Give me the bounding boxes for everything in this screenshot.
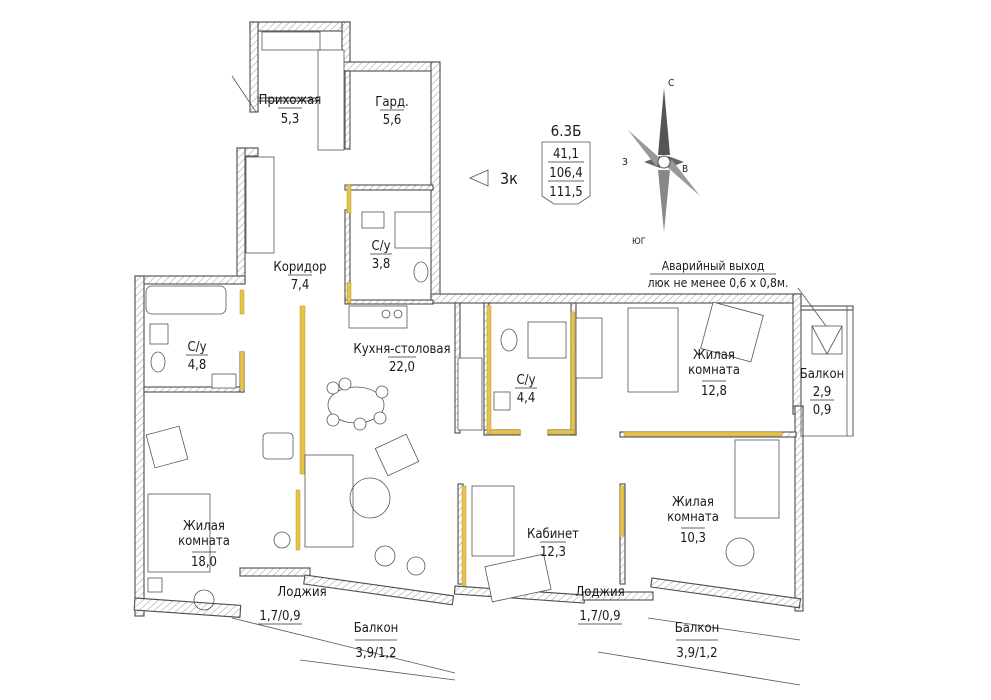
area-living: 41,1 xyxy=(553,147,579,162)
emergency-exit-title: Аварийный выход xyxy=(662,259,765,273)
room-area: 3,8 xyxy=(372,257,391,272)
room-area: 3,9/1,2 xyxy=(355,646,396,661)
room-area: 18,0 xyxy=(191,555,217,570)
room-name: Кухня-столовая xyxy=(353,342,450,357)
room-area: 3,9/1,2 xyxy=(676,646,717,661)
room-hallway: Прихожая 5,3 xyxy=(259,93,322,127)
room-area: 1,7/0,9 xyxy=(579,609,620,624)
compass-north: С xyxy=(668,78,674,89)
room-corridor: Коридор 7,4 xyxy=(273,260,326,293)
area-with-balconies: 111,5 xyxy=(549,185,582,200)
room-area: 7,4 xyxy=(291,278,310,293)
rooms-arrow-icon xyxy=(469,169,489,187)
room-name: Балкон xyxy=(800,367,845,382)
room-balcony-left: Балкон 3,9/1,2 xyxy=(354,621,399,661)
room-name: С/у xyxy=(516,373,535,388)
room-area: 5,3 xyxy=(281,112,300,127)
emergency-exit-note-text: люк не менее 0,6 х 0,8м. xyxy=(648,276,789,290)
room-area: 1,7/0,9 xyxy=(259,609,300,624)
room-bathroom-left: С/у 4,8 xyxy=(186,340,208,373)
room-wardrobe: Гард. 5,6 xyxy=(375,95,409,128)
room-bathroom-top: С/у 3,8 xyxy=(370,239,392,272)
room-balcony-right: Балкон 2,9 0,9 xyxy=(800,367,845,418)
apartment-code: 6.3Б xyxy=(551,122,582,140)
room-name: Лоджия xyxy=(277,585,326,600)
room-area-secondary: 0,9 xyxy=(813,403,832,418)
area-total: 106,4 xyxy=(549,166,582,181)
room-name: С/у xyxy=(371,239,390,254)
furniture xyxy=(145,31,843,686)
room-area: 10,3 xyxy=(680,531,706,546)
walls xyxy=(133,21,854,618)
apartment-badge: 6.3Б 41,1 106,4 111,5 3к xyxy=(469,122,591,205)
room-name: Лоджия xyxy=(575,585,624,600)
room-area: 5,6 xyxy=(383,113,402,128)
room-area: 4,8 xyxy=(188,358,207,373)
room-loggia-right: Лоджия 1,7/0,9 xyxy=(575,585,625,625)
room-area: 12,8 xyxy=(701,384,727,399)
room-name: Прихожая xyxy=(259,93,322,108)
room-loggia-left: Лоджия 1,7/0,9 xyxy=(258,585,327,625)
rooms-marker: 3к xyxy=(500,169,518,188)
room-bathroom-mid: С/у 4,4 xyxy=(515,373,537,406)
room-area: 12,3 xyxy=(540,545,566,560)
new-partitions xyxy=(239,71,783,587)
compass-east: В xyxy=(682,164,688,175)
emergency-exit-note: Аварийный выход люк не менее 0,6 х 0,8м. xyxy=(648,259,789,290)
room-labels: Прихожая 5,3 Гард. 5,6 С/у 3,8 Коридор 7… xyxy=(178,93,844,661)
room-area: 22,0 xyxy=(389,360,415,375)
room-name: Коридор xyxy=(273,260,326,275)
room-name: С/у xyxy=(187,340,206,355)
room-name: Гард. xyxy=(375,95,409,110)
room-name: Балкон xyxy=(675,621,720,636)
compass-rose: С З В ЮГ xyxy=(622,78,700,247)
compass-south: ЮГ xyxy=(632,237,646,247)
room-study: Кабинет 12,3 xyxy=(527,527,579,560)
room-area: 4,4 xyxy=(517,391,536,406)
room-balcony-bottom-right: Балкон 3,9/1,2 xyxy=(675,621,720,661)
room-name: Кабинет xyxy=(527,527,579,542)
room-name: Балкон xyxy=(354,621,399,636)
room-area: 2,9 xyxy=(813,385,832,400)
compass-west: З xyxy=(622,157,628,168)
room-kitchen: Кухня-столовая 22,0 xyxy=(353,342,450,375)
